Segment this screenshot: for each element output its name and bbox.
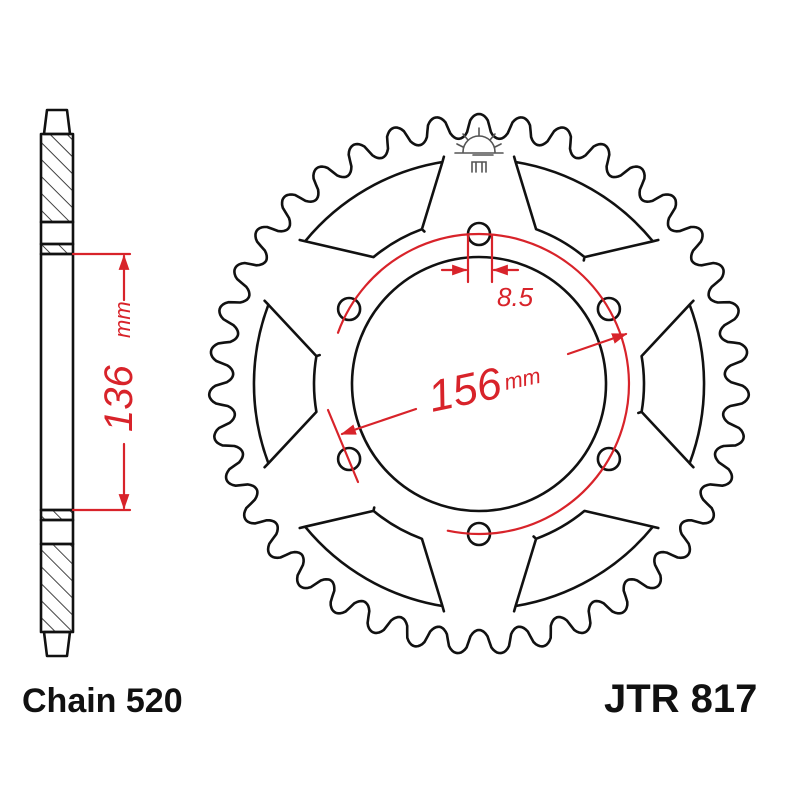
pcd-arrow-left	[340, 407, 418, 436]
hub-dimension-unit: mm	[110, 301, 135, 338]
side-view-lower-plain	[39, 518, 75, 546]
hole-dimension: 8.5	[440, 234, 534, 312]
bolt-hole	[596, 296, 622, 322]
side-view-top-tip	[42, 108, 72, 136]
bolt-hole	[336, 446, 362, 472]
side-view-bore	[39, 252, 75, 512]
pcd-arc	[336, 232, 630, 536]
cutout	[637, 299, 706, 469]
hole-dimension-value: 8.5	[497, 282, 534, 312]
hub-dimension: 136 mm	[71, 252, 141, 512]
cutout	[512, 155, 660, 262]
cutout	[298, 506, 446, 613]
cutout	[298, 155, 446, 259]
side-view-top-hatch	[41, 134, 73, 222]
side-view-upper-plain	[39, 220, 75, 246]
pcd-extension-left	[326, 408, 360, 484]
bolt-hole	[596, 446, 622, 472]
part-number-label: JTR 817	[604, 677, 757, 721]
pcd-value: 156	[424, 358, 507, 421]
sprocket-tooth-profile	[207, 112, 751, 655]
pcd-unit: mm	[502, 363, 543, 395]
side-view-bottom-tip	[42, 630, 72, 658]
center-bore	[350, 255, 608, 513]
side-view-bottom-hatch	[41, 544, 73, 632]
sun-horizon-logo-icon	[454, 127, 504, 173]
side-view-lower-strip-hatch	[41, 510, 73, 520]
pcd-arrow-right	[566, 332, 628, 356]
side-view	[39, 108, 75, 658]
front-view	[207, 112, 751, 655]
cutout	[512, 509, 660, 613]
cutout	[252, 299, 321, 469]
side-view-upper-strip-hatch	[41, 244, 73, 254]
hub-dimension-value: 136	[97, 365, 141, 432]
pcd-dimension: 156 mm	[326, 232, 630, 536]
bolt-hole	[336, 296, 362, 322]
cutouts	[252, 155, 706, 613]
chain-size-label: Chain 520	[22, 682, 183, 720]
